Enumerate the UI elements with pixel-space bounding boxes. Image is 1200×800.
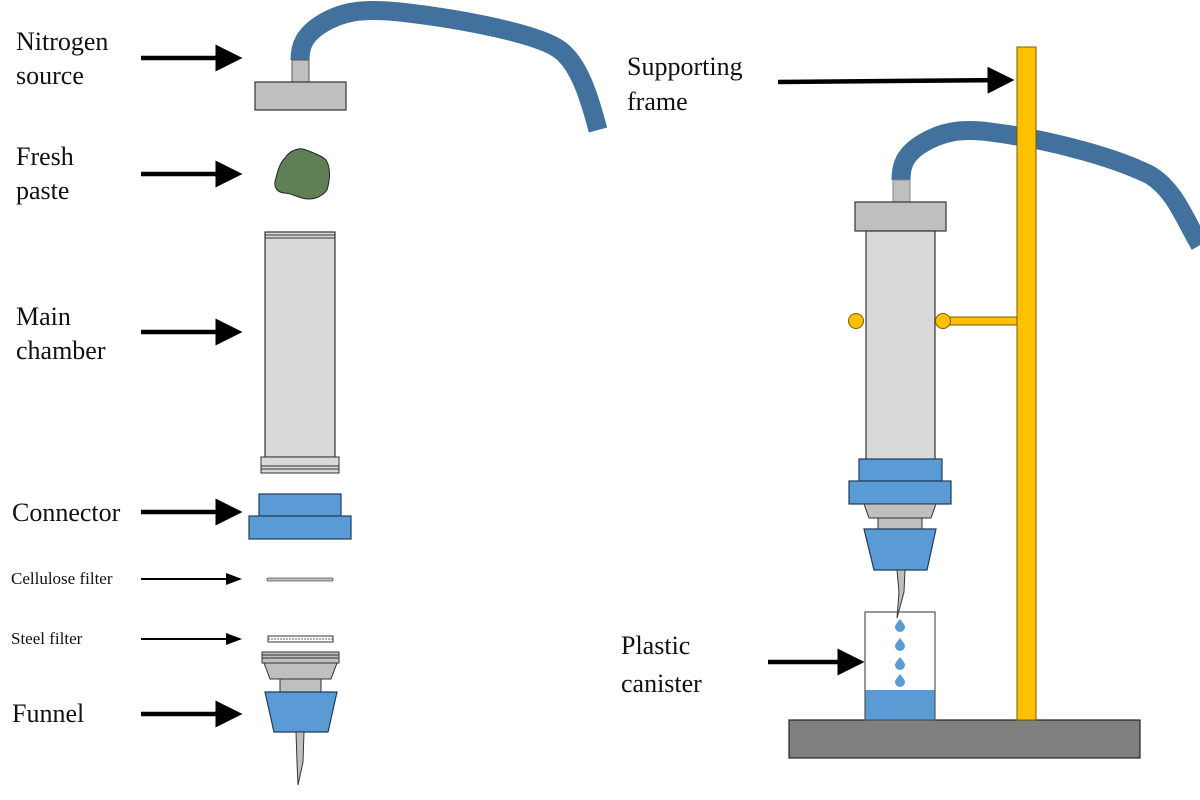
nitrogen-hose bbox=[290, 1, 608, 133]
label-cellulose-filter: Cellulose filter bbox=[11, 569, 113, 588]
supporting-frame-pole bbox=[1016, 46, 1037, 721]
funnel-assembly bbox=[261, 651, 340, 786]
label-plastic-canister: Plastic canister bbox=[621, 631, 702, 698]
label-steel-filter: Steel filter bbox=[11, 629, 83, 648]
steel-filter bbox=[267, 635, 334, 643]
nitrogen-cap bbox=[254, 81, 347, 111]
clamp-knob-left bbox=[848, 313, 864, 329]
connector bbox=[248, 493, 352, 540]
label-fresh-paste: Fresh paste bbox=[16, 142, 80, 205]
fresh-paste-blob bbox=[274, 148, 330, 200]
assembled-chamber bbox=[848, 179, 952, 619]
cellulose-filter bbox=[266, 577, 334, 582]
clamp-knob-right bbox=[935, 313, 951, 329]
clamp-arm bbox=[944, 316, 1018, 326]
base-plate bbox=[788, 719, 1141, 759]
liquid-drops bbox=[895, 619, 905, 687]
funnel-needle bbox=[295, 731, 305, 786]
main-chamber bbox=[260, 231, 340, 474]
label-funnel: Funnel bbox=[12, 699, 84, 728]
hose-right bbox=[891, 121, 1200, 250]
label-connector: Connector bbox=[12, 498, 121, 527]
label-main-chamber: Main chamber bbox=[16, 302, 106, 365]
plastic-canister bbox=[864, 611, 936, 721]
arrow-supporting-frame bbox=[777, 66, 1015, 94]
label-nitrogen-source: Nitrogen source bbox=[16, 27, 115, 90]
nitrogen-nozzle bbox=[291, 59, 310, 83]
label-supporting-frame: Supporting frame bbox=[627, 52, 749, 116]
funnel-body bbox=[264, 691, 338, 733]
